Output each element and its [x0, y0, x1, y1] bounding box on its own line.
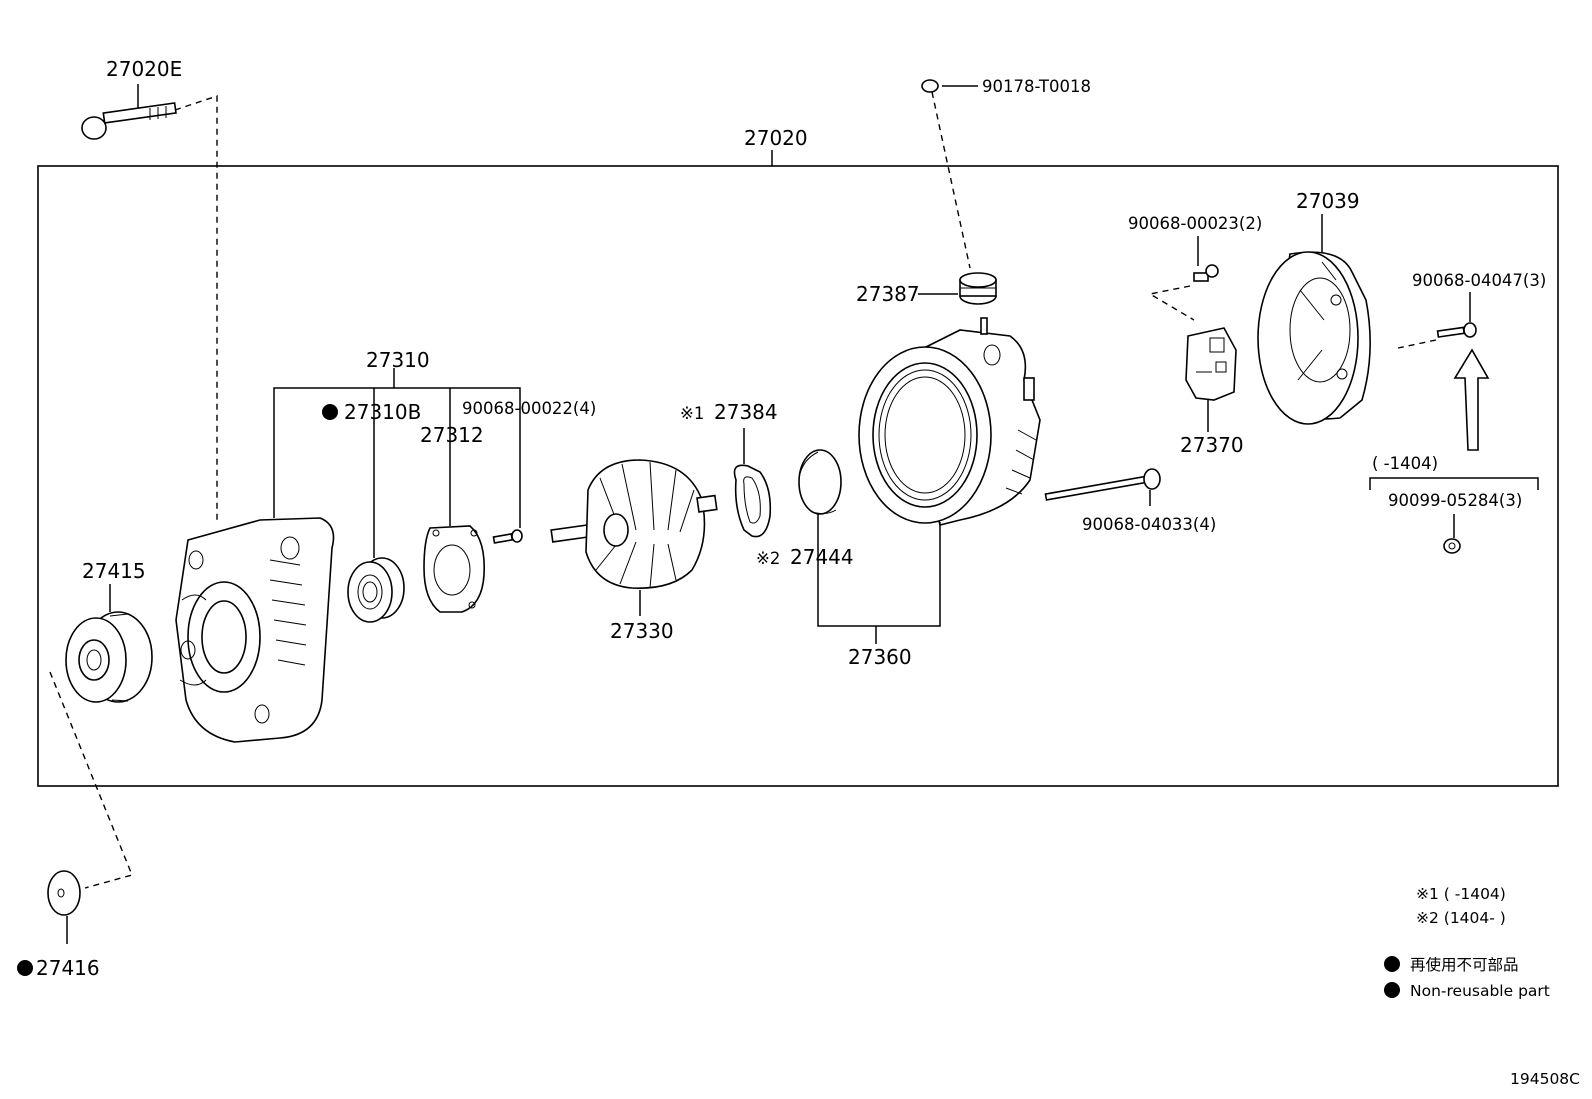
label-27444-mark: ※2 — [756, 549, 780, 568]
insulator-27444-part[interactable] — [798, 449, 842, 515]
cap-27416-part[interactable] — [47, 870, 81, 916]
label-bracket-range: ( -1404) — [1372, 454, 1438, 473]
pulley-27415-part[interactable] — [65, 611, 153, 703]
label-90068-00023: 90068-00023(2) — [1128, 214, 1262, 233]
screw-90068-00023-part[interactable] — [1193, 264, 1219, 282]
dash-27415 — [49, 671, 133, 889]
label-27416: 27416 — [36, 956, 100, 980]
ring-27384-part[interactable] — [733, 464, 772, 538]
note-1: ※1 ( -1404) — [1416, 885, 1506, 903]
retainer-27312-part[interactable] — [423, 525, 486, 613]
non-reusable-dot-27416 — [17, 960, 33, 976]
non-reusable-dot-27310B — [322, 404, 338, 420]
legend-text-jp: 再使用不可部品 — [1410, 956, 1519, 974]
screw-90068-00022-part[interactable] — [492, 529, 523, 544]
label-90068-04033: 90068-04033(4) — [1082, 515, 1216, 534]
figure-id: 194508C — [1510, 1070, 1580, 1088]
rear-frame-27360-part[interactable] — [858, 317, 1041, 526]
nut-90178-T0018-part[interactable] — [921, 79, 939, 93]
dash-90068-04047 — [1397, 339, 1437, 349]
legend-dot-en — [1384, 982, 1400, 998]
label-27020E: 27020E — [106, 57, 182, 81]
label-27310: 27310 — [366, 348, 430, 372]
dash-27020E — [174, 95, 218, 520]
label-27384-mark: ※1 — [680, 404, 704, 423]
label-27020: 27020 — [744, 126, 808, 150]
label-27312: 27312 — [420, 423, 484, 447]
label-27384: 27384 — [714, 400, 778, 424]
label-90068-04047: 90068-04047(3) — [1412, 271, 1546, 290]
drive-end-frame-part[interactable] — [175, 517, 335, 743]
label-27310B: 27310B — [344, 400, 421, 424]
dash-90178 — [931, 91, 971, 269]
nut-90099-05284-part[interactable] — [1443, 538, 1461, 554]
bolt-27020E-part[interactable] — [81, 102, 177, 140]
plug-27387-part[interactable] — [959, 272, 997, 305]
bolt-90068-04033-part[interactable] — [1044, 468, 1161, 501]
legend-dot-jp — [1384, 956, 1400, 972]
direction-arrow — [1453, 348, 1490, 451]
dash-90068-00023 — [1148, 285, 1195, 321]
label-90068-00022: 90068-00022(4) — [462, 399, 596, 418]
legend-text-en: Non-reusable part — [1410, 982, 1550, 1000]
label-90178-T0018: 90178-T0018 — [982, 77, 1091, 96]
label-27039: 27039 — [1296, 189, 1360, 213]
label-27360: 27360 — [848, 645, 912, 669]
label-27415: 27415 — [82, 559, 146, 583]
rotor-27330-part[interactable] — [550, 459, 718, 589]
label-27370: 27370 — [1180, 433, 1244, 457]
label-27387: 27387 — [856, 282, 920, 306]
bolt-90068-04047-part[interactable] — [1436, 322, 1477, 338]
bearing-27310B-part[interactable] — [347, 557, 405, 623]
label-27330: 27330 — [610, 619, 674, 643]
brush-holder-27370-part[interactable] — [1185, 327, 1237, 401]
label-90099-05284: 90099-05284(3) — [1388, 491, 1522, 510]
assembly-frame-box — [37, 165, 1559, 787]
rear-cover-27039-part[interactable] — [1257, 251, 1371, 425]
label-27444: 27444 — [790, 545, 854, 569]
note-2: ※2 (1404- ) — [1416, 909, 1506, 927]
